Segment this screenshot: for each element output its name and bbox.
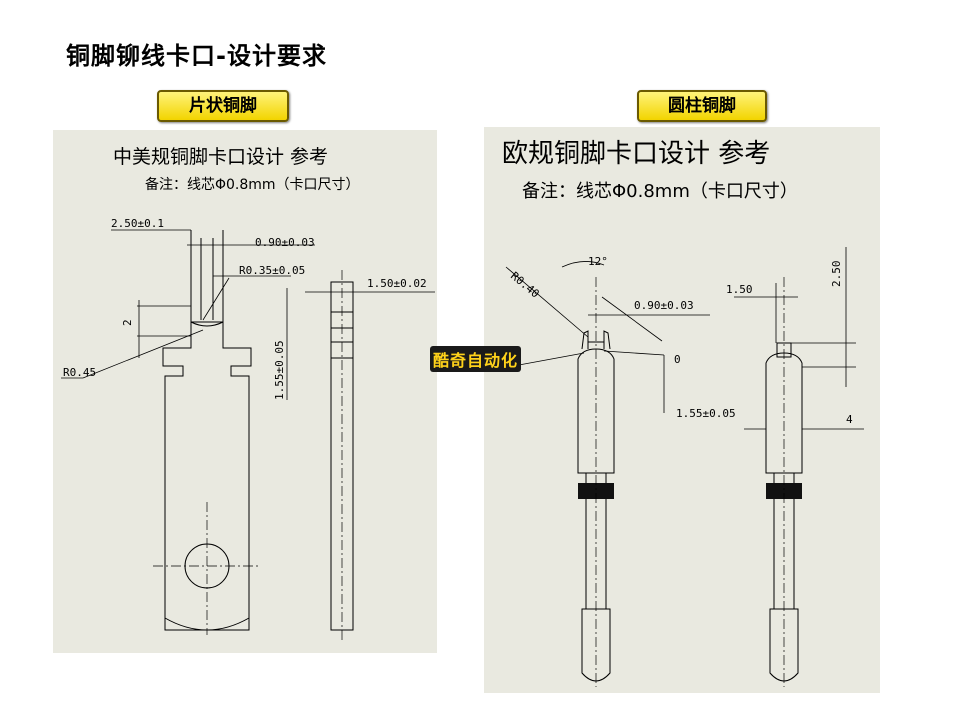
dim-r0-40: R0.40 [508,269,542,300]
dim-4: 4 [846,413,853,426]
slide-title: 铜脚铆线卡口-设计要求 [66,42,327,70]
dim-12deg: 12° [588,255,608,268]
flat-pin-outline [162,321,252,631]
round-pin-drawing: R0.40 12° 0.90±0.03 0 1.55±0.05 1.50 2.5… [505,247,864,687]
flat-pin-drawing-panel: 2.50±0.1 0.90±0.03 R0.35±0.05 1.50±0.02 … [53,130,437,653]
right-knurl [766,483,802,499]
dim-1-50: 1.50 [726,283,753,296]
left-drawing-note: 备注：线芯Φ0.8mm（卡口尺寸） [145,177,360,193]
right-pin-tip [769,608,799,682]
right-pin-body [765,352,803,474]
left-knurl [578,483,614,499]
dim-2: 2 [121,319,134,326]
dim-2-50: 2.50±0.1 [111,217,164,230]
right-drawing-note: 备注：线芯Φ0.8mm（卡口尺寸） [522,181,798,202]
flat-pin-label: 片状铜脚 [157,90,289,122]
dim-0-90: 0.90±0.03 [255,236,315,249]
flat-pin-drawing: 2.50±0.1 0.90±0.03 R0.35±0.05 1.50±0.02 … [61,217,435,640]
dim-0: 0 [674,353,681,366]
round-pin-drawing-panel: R0.40 12° 0.90±0.03 0 1.55±0.05 1.50 2.5… [484,127,880,693]
dim-1-50: 1.50±0.02 [367,277,427,290]
round-pin-label: 圆柱铜脚 [637,90,767,122]
left-pin-tip [581,608,611,682]
dim-r0-35: R0.35±0.05 [239,264,305,277]
right-drawing-title: 欧规铜脚卡口设计 参考 [502,139,771,169]
dim-2-50: 2.50 [830,261,843,288]
dim-1-55: 1.55±0.05 [273,340,286,400]
dim-1-55: 1.55±0.05 [676,407,736,420]
left-drawing-title: 中美规铜脚卡口设计 参考 [113,146,329,168]
watermark-logo: 酷奇自动化 [430,346,522,372]
dim-0-90: 0.90±0.03 [634,299,694,312]
dim-r0-45: R0.45 [63,366,96,379]
